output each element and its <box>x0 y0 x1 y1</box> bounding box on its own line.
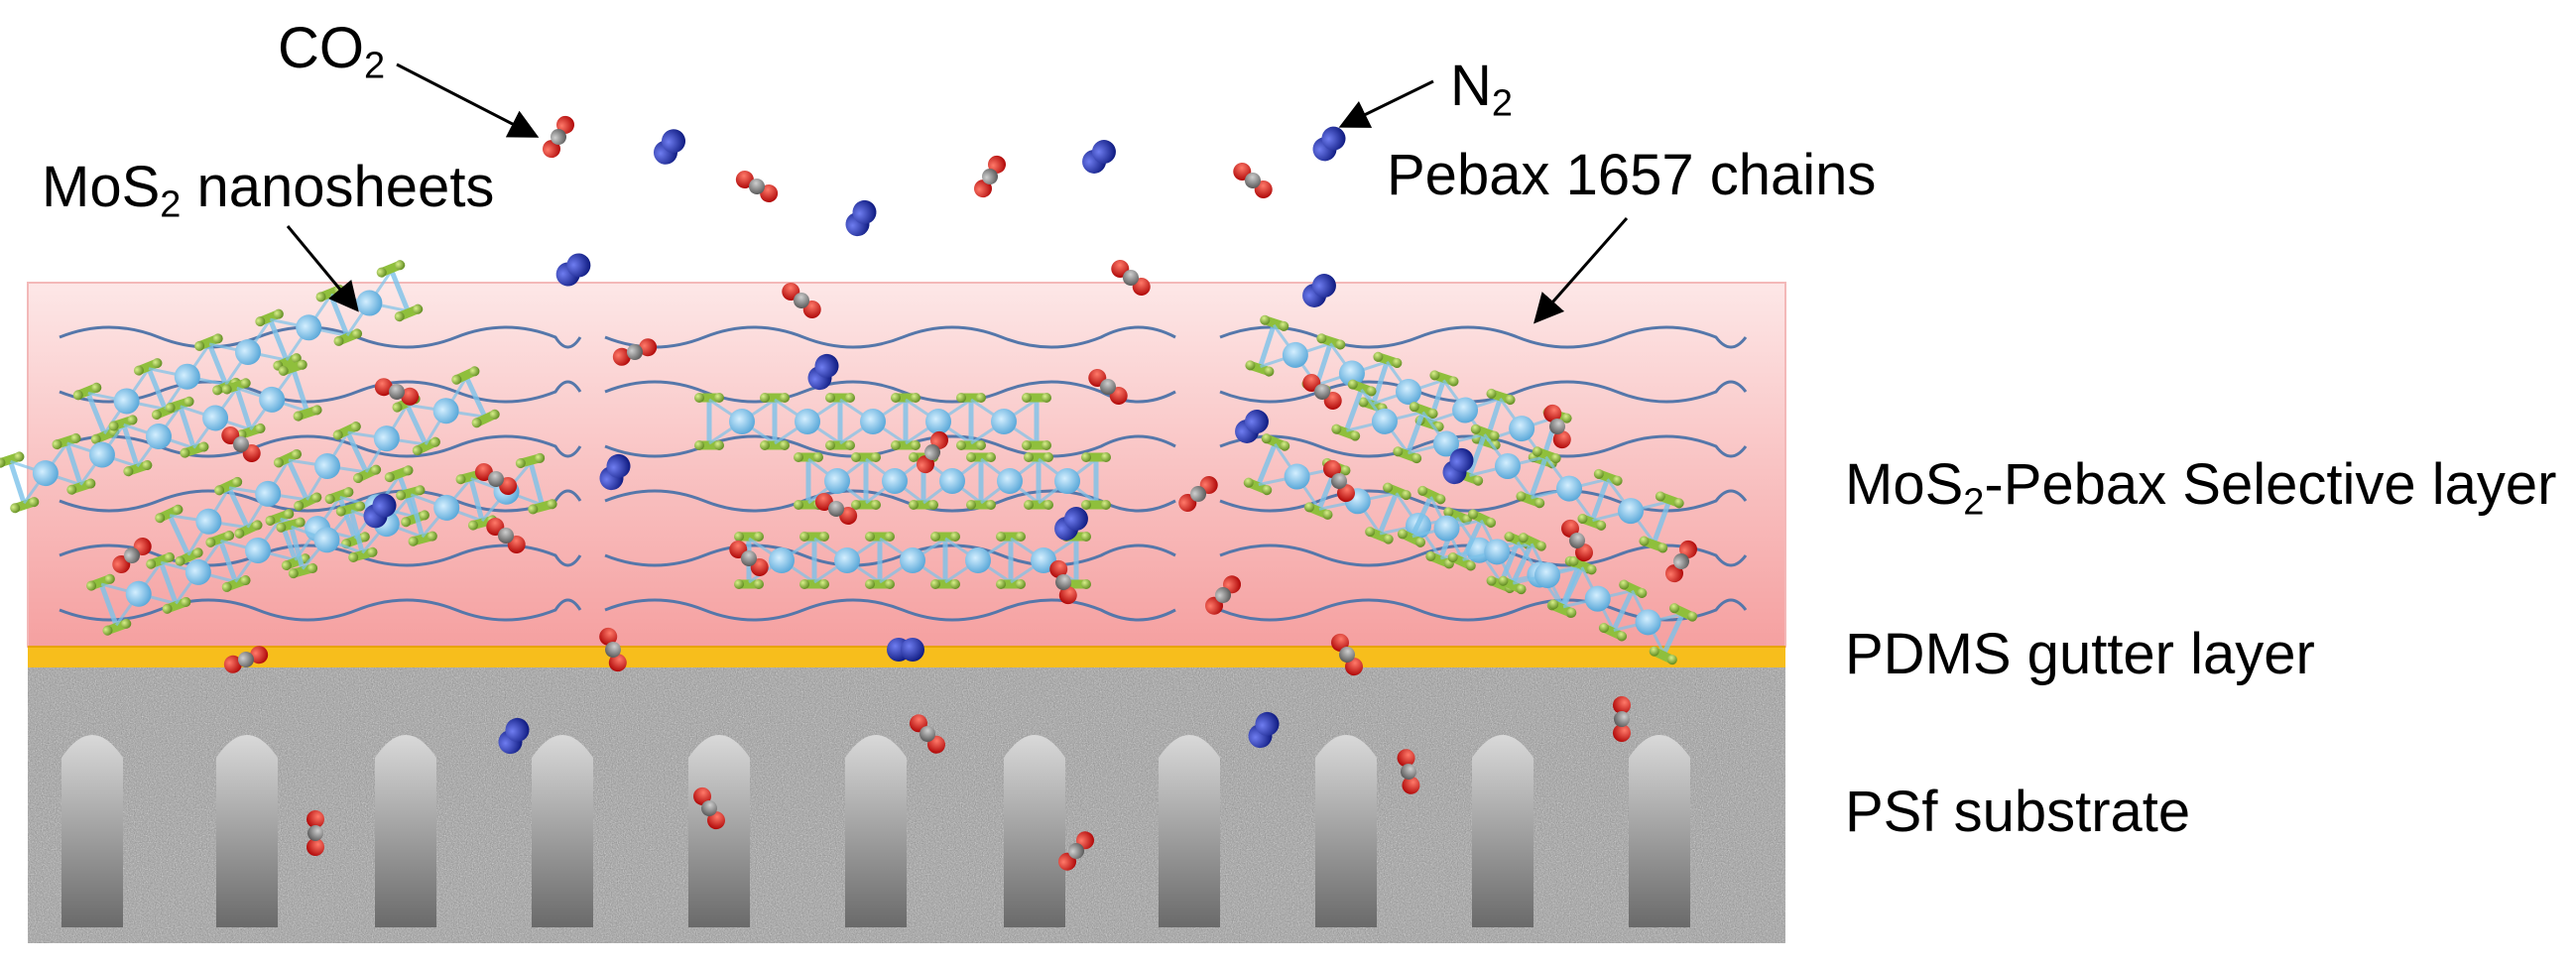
mos2-nanosheet <box>1397 485 1698 666</box>
co2-molecule <box>112 538 152 573</box>
co2-molecule <box>543 115 574 159</box>
mos2-nanosheet <box>1331 379 1684 553</box>
co2-molecule <box>1543 404 1571 449</box>
co2-molecule <box>1561 519 1593 562</box>
n2-molecule <box>1442 447 1474 485</box>
co2-molecule <box>1233 163 1273 198</box>
substrate-pore <box>688 735 750 927</box>
co2-molecule <box>599 627 627 672</box>
co2-molecule <box>693 786 725 830</box>
co2-molecule <box>735 171 779 202</box>
substrate-pore <box>1159 735 1220 927</box>
co2-molecule <box>910 714 945 754</box>
pebax-chain <box>1219 598 1748 622</box>
co2-label: CO2 <box>278 16 386 87</box>
substrate-pore <box>1629 735 1690 927</box>
mos2-nanosheets <box>0 260 1698 666</box>
mos2-nanosheet <box>794 452 1111 510</box>
n2-molecule <box>1054 507 1088 541</box>
n2-molecule <box>653 129 686 165</box>
co2-molecule <box>307 810 324 856</box>
co2-molecule <box>1397 749 1420 794</box>
mos2-nanosheet <box>734 532 1091 589</box>
co2-molecule <box>1665 540 1697 583</box>
n2-molecule <box>599 453 631 491</box>
co2-molecule <box>729 541 769 576</box>
pebax-chain <box>59 598 582 622</box>
co2-molecule <box>782 283 821 318</box>
substrate-pores <box>61 735 1690 927</box>
co2-molecule <box>1205 575 1241 615</box>
n2-molecule <box>363 493 397 529</box>
n2-molecule <box>1082 140 1116 174</box>
n2-molecule <box>845 199 877 237</box>
substrate-pore <box>1472 735 1533 927</box>
co2-molecule <box>1302 374 1342 410</box>
pebax-chains-label: Pebax 1657 chains <box>1387 143 1877 207</box>
psf-substrate <box>28 667 1785 943</box>
co2-molecule <box>1088 369 1128 405</box>
mos2-nanosheet <box>694 393 1051 450</box>
co2-arrow <box>396 62 540 138</box>
substrate-pore <box>375 735 436 927</box>
mos2-nanosheet <box>155 366 500 566</box>
psf-substrate-label: PSf substrate <box>1845 780 2191 844</box>
substrate-pore <box>845 735 907 927</box>
pdms-layer-label: PDMS gutter layer <box>1845 622 2315 686</box>
co2-molecule <box>221 426 261 462</box>
pebax-chain <box>604 325 1176 349</box>
n2-molecule <box>1235 410 1269 443</box>
pebax-chain <box>604 380 1176 404</box>
selective-layer-label: MoS2-Pebax Selective layer <box>1845 452 2557 524</box>
co2-molecule <box>917 430 948 474</box>
pebax-arrow <box>1533 217 1629 324</box>
co2-molecule <box>1323 459 1355 503</box>
co2-molecule <box>612 338 658 366</box>
co2-molecule <box>1331 633 1363 676</box>
co2-molecule <box>223 646 269 673</box>
n2-molecule <box>1248 711 1280 749</box>
co2-molecule <box>974 155 1006 198</box>
co2-molecule <box>1613 696 1631 742</box>
pebax-chain <box>1219 489 1748 513</box>
co2-molecule <box>486 518 526 553</box>
n2-label: N2 <box>1450 54 1514 125</box>
mos2-nanosheet <box>0 359 322 514</box>
co2-molecule <box>474 463 518 495</box>
substrate-pore <box>216 735 278 927</box>
n2-arrow <box>1338 79 1434 128</box>
n2-molecule <box>1302 274 1336 307</box>
substrate-pore <box>61 735 123 927</box>
co2-molecule <box>374 378 420 406</box>
n2-molecule <box>887 638 924 662</box>
co2-molecule <box>1058 831 1094 871</box>
substrate-pore <box>532 735 593 927</box>
mos2-nanosheets-label: MoS2 nanosheets <box>42 155 495 226</box>
co2-molecule <box>1049 559 1077 605</box>
n2-molecule <box>498 717 530 755</box>
substrate-pore <box>1315 735 1377 927</box>
gas-molecules <box>112 115 1697 871</box>
pebax-chain <box>604 598 1176 622</box>
n2-molecule <box>807 353 839 391</box>
co2-molecule <box>1111 260 1151 296</box>
co2-molecule <box>1178 476 1218 512</box>
substrate-pore <box>1004 735 1065 927</box>
co2-molecule <box>814 493 858 525</box>
n2-molecule <box>1312 126 1346 162</box>
n2-molecule <box>555 253 591 287</box>
pebax-chain <box>1219 434 1748 458</box>
mos2-arrow <box>286 225 359 312</box>
